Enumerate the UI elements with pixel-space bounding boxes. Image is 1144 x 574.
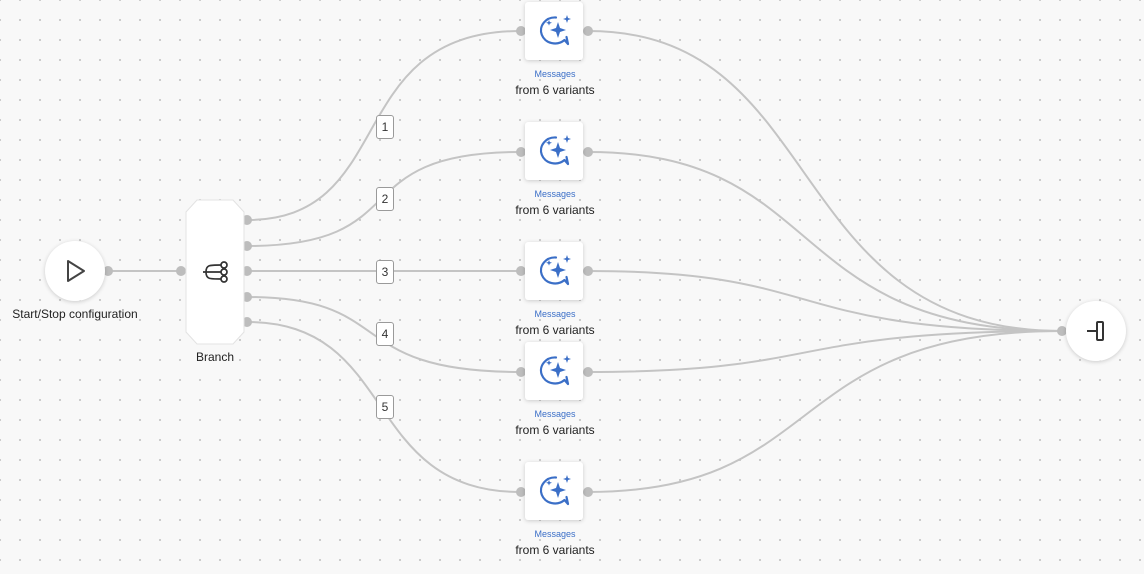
edge-msg3-end bbox=[587, 270, 1063, 332]
messages-node-4[interactable] bbox=[525, 342, 583, 400]
branch-node[interactable] bbox=[185, 199, 245, 345]
messages-type-label: Messages bbox=[534, 189, 576, 199]
port bbox=[516, 26, 526, 36]
messages-node-1[interactable] bbox=[525, 2, 583, 60]
messages-type-label: Messages bbox=[534, 309, 576, 319]
port bbox=[1057, 326, 1067, 336]
end-node[interactable] bbox=[1066, 301, 1126, 361]
ai-message-icon bbox=[539, 135, 571, 166]
port bbox=[516, 487, 526, 497]
port bbox=[176, 266, 186, 276]
branch-icon bbox=[203, 261, 228, 283]
edge-branch-4 bbox=[246, 296, 522, 373]
port bbox=[583, 26, 593, 36]
exit-icon bbox=[1087, 321, 1104, 341]
ai-message-icon bbox=[539, 475, 571, 506]
ai-message-icon bbox=[539, 355, 571, 386]
branch-edge-label-1[interactable]: 1 bbox=[376, 115, 394, 139]
ai-message-icon bbox=[539, 15, 571, 46]
port bbox=[583, 266, 593, 276]
branch-edge-label-5[interactable]: 5 bbox=[376, 395, 394, 419]
start-stop-label: Start/Stop configuration bbox=[12, 307, 138, 321]
port bbox=[516, 367, 526, 377]
edge-msg4-end bbox=[587, 330, 1063, 373]
messages-detail-label: from 6 variants bbox=[515, 203, 595, 217]
port bbox=[583, 487, 593, 497]
port bbox=[516, 147, 526, 157]
start-stop-node[interactable] bbox=[45, 241, 105, 301]
messages-detail-label: from 6 variants bbox=[515, 83, 595, 97]
messages-type-label: Messages bbox=[534, 69, 576, 79]
branch-edge-label-3[interactable]: 3 bbox=[376, 260, 394, 284]
messages-detail-label: from 6 variants bbox=[515, 423, 595, 437]
messages-node-2[interactable] bbox=[525, 122, 583, 180]
port bbox=[583, 147, 593, 157]
messages-type-label: Messages bbox=[534, 409, 576, 419]
port bbox=[583, 367, 593, 377]
port bbox=[103, 266, 113, 276]
edge-branch-1 bbox=[246, 30, 522, 221]
messages-node-5[interactable] bbox=[525, 462, 583, 520]
messages-node-3[interactable] bbox=[525, 242, 583, 300]
branch-edge-label-2[interactable]: 2 bbox=[376, 187, 394, 211]
edge-msg2-end bbox=[587, 151, 1063, 332]
branch-edge-label-4[interactable]: 4 bbox=[376, 322, 394, 346]
branch-label: Branch bbox=[195, 350, 235, 364]
messages-detail-label: from 6 variants bbox=[515, 323, 595, 337]
ai-message-icon bbox=[539, 255, 571, 286]
edge-msg1-end bbox=[587, 30, 1063, 332]
play-icon bbox=[67, 260, 85, 282]
edge-msg5-end bbox=[587, 330, 1063, 493]
messages-detail-label: from 6 variants bbox=[515, 543, 595, 557]
messages-type-label: Messages bbox=[534, 529, 576, 539]
port bbox=[516, 266, 526, 276]
